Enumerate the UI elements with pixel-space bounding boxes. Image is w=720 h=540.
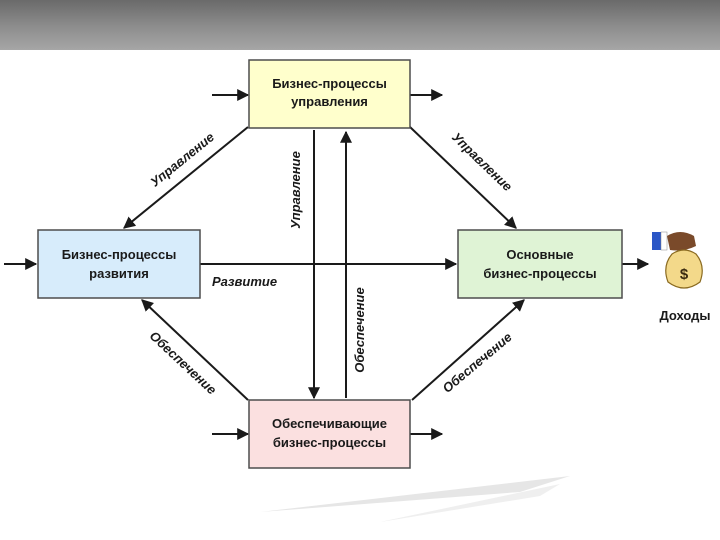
box-management-line1: Бизнес-процессы bbox=[272, 76, 387, 91]
dollar-sign: $ bbox=[680, 266, 689, 283]
box-management-line2: управления bbox=[291, 94, 368, 109]
box-core: Основные бизнес-процессы bbox=[457, 229, 623, 299]
arrow-management-to-core bbox=[409, 126, 517, 229]
label-mgmt-support: Управление bbox=[288, 151, 303, 229]
box-support-line1: Обеспечивающие bbox=[272, 416, 387, 431]
label-income: Доходы bbox=[659, 308, 710, 323]
box-development: Бизнес-процессы развития bbox=[37, 229, 201, 299]
label-mgmt-core: Управление bbox=[449, 129, 515, 194]
arrow-management-to-development bbox=[123, 126, 249, 229]
arrow-support-to-core bbox=[411, 299, 525, 401]
box-core-line2: бизнес-процессы bbox=[483, 266, 596, 281]
money-bag-icon: $ bbox=[652, 231, 703, 289]
label-dev-core: Развитие bbox=[212, 274, 277, 289]
decorative-swoosh bbox=[260, 476, 570, 522]
box-development-line2: развития bbox=[89, 266, 149, 281]
header-bar bbox=[0, 0, 720, 50]
box-development-line1: Бизнес-процессы bbox=[62, 247, 177, 262]
connector-arrows bbox=[4, 89, 650, 440]
box-management: Бизнес-процессы управления bbox=[248, 59, 411, 129]
box-support: Обеспечивающие бизнес-процессы bbox=[248, 399, 411, 469]
arrow-support-to-development bbox=[141, 299, 249, 401]
label-support-mgmt: Обеспечение bbox=[352, 287, 367, 372]
box-core-line1: Основные bbox=[506, 247, 573, 262]
label-support-core: Обеспечение bbox=[440, 329, 515, 395]
box-support-line2: бизнес-процессы bbox=[273, 435, 386, 450]
